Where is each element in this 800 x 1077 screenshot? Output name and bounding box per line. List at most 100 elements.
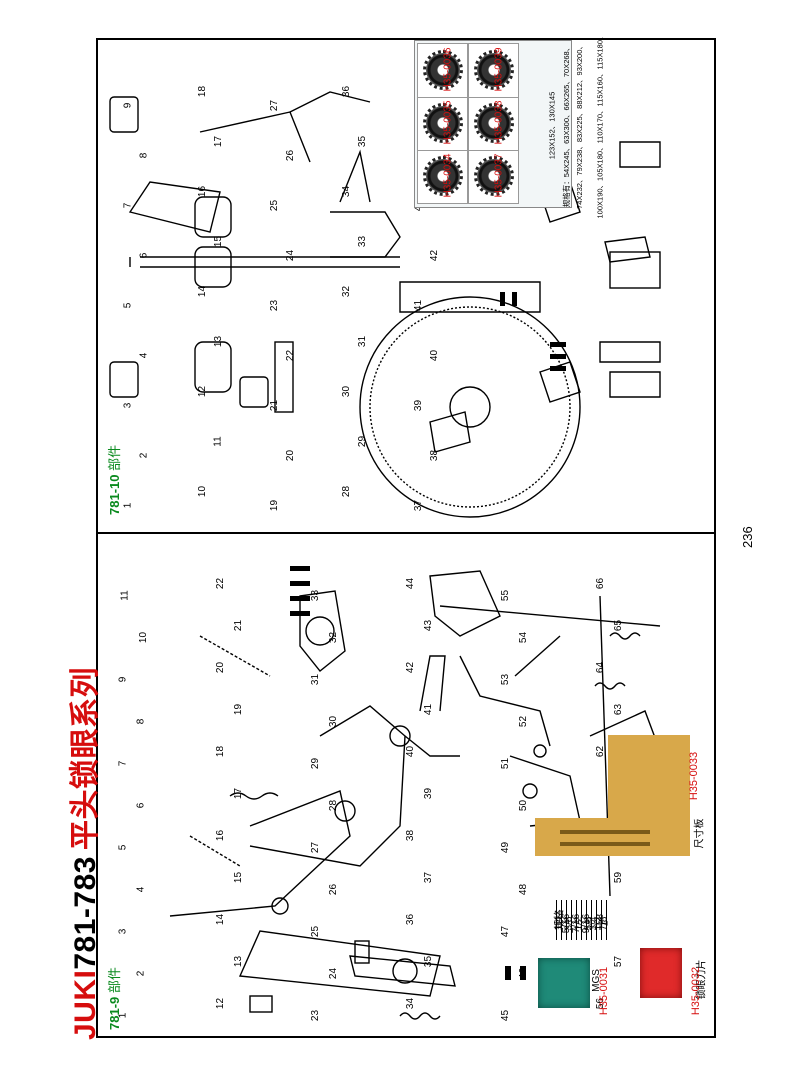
gear-image [474,156,514,196]
part-label: 32 [341,285,353,298]
part-label: 11 [212,436,224,447]
part-label: 3 [117,928,129,935]
part-label: 21 [269,399,281,412]
part-label: 2 [138,452,150,459]
gear-spec-line: 123X152、130X145 [547,91,557,160]
part-label: 41 [413,299,425,312]
part-label: 57 [613,955,625,968]
part-label: 59 [613,871,625,884]
part-label: 47 [500,925,512,938]
gauge-plate-slot [560,830,650,834]
part-label: 62 [595,745,607,758]
part-label: 14 [197,285,209,298]
model-range: 781-783 [69,856,102,970]
part-label: 43 [423,619,435,632]
size-table-cell [601,900,607,940]
part-label: 23 [269,299,281,312]
size-table-value: 1 [599,920,611,927]
part-label: 24 [285,249,297,262]
part-label: 50 [518,799,530,812]
knife-pad-green-code: H35-0031 [598,966,611,1016]
part-label: 27 [310,841,322,854]
part-label: 1 [117,1012,129,1019]
part-label: 30 [328,715,340,728]
gear-spec-line: 规格有：54X245、63X300、66X265、70X268、 [562,43,572,208]
part-label: 36 [405,913,417,926]
part-label: 36 [341,85,353,98]
part-label: 32 [328,631,340,644]
part-label: 28 [328,799,340,812]
part-label: 21 [233,619,245,632]
part-label: 3 [122,402,134,409]
part-label: 6 [138,252,150,259]
part-label: 17 [233,787,245,800]
parts-diagram-781-10 [109,91,661,518]
gear-code: H35-0036 [442,47,454,92]
part-label: 5 [122,302,134,309]
part-label: 6 [135,802,147,809]
part-label: 12 [197,385,209,398]
part-label: 35 [423,955,435,968]
part-label: 54 [518,631,530,644]
knife-pad-red-code: H35-0032 [690,966,703,1016]
series-title: 平头锁眼系列 [69,667,102,851]
part-label: 49 [500,841,512,854]
part-label: 11 [119,590,131,601]
part-label: 16 [215,829,227,842]
size-table-cell [586,900,592,940]
page-number: 236 [740,526,755,548]
juki-logo: JUKI [69,969,102,1040]
part-label: 37 [423,871,435,884]
part-label: 40 [405,745,417,758]
part-label: 46 [518,967,530,980]
page-frame [96,38,716,1038]
part-label: 22 [285,349,297,362]
part-label: 48 [518,883,530,896]
part-label: 13 [213,335,225,348]
part-label: 7 [122,202,134,209]
gear-code: H35-0037 [493,153,505,198]
part-label: 20 [215,661,227,674]
gear-image [423,103,463,143]
part-label: 53 [500,673,512,686]
part-label: 64 [595,661,607,674]
gear-code: H35-0035 [442,100,454,145]
size-table-cell [561,900,567,940]
part-label: 35 [357,135,369,148]
gear-cell: H35-0037 [468,149,519,204]
part-label: 13 [233,955,245,968]
gauge-plate-label: 尺寸板 [694,818,706,849]
gear-image [474,103,514,143]
part-label: 63 [613,703,625,716]
part-label: 52 [518,715,530,728]
part-label: 34 [405,997,417,1010]
size-table-cell [591,900,597,940]
size-table-cell [581,900,587,940]
part-label: 29 [357,435,369,448]
part-label: 4 [135,886,147,893]
part-label: 12 [215,997,227,1010]
part-label: 41 [423,703,435,716]
part-label: 31 [357,335,369,348]
part-label: 38 [405,829,417,842]
size-table-cell [576,900,582,940]
part-label: 24 [328,967,340,980]
gear-code: H35-0038 [493,100,505,145]
part-label: 10 [197,485,209,498]
part-label: 66 [595,577,607,590]
part-label: 29 [310,757,322,770]
size-table-cell [566,900,572,940]
gauge-plate-lower [535,818,690,856]
part-label: 9 [122,102,134,109]
part-label: 44 [405,577,417,590]
gauge-plate-code: H35-0033 [688,751,701,801]
part-label: 20 [285,449,297,462]
gear-code: H35-0039 [493,47,505,92]
part-label: 42 [429,249,441,262]
part-label: 34 [341,185,353,198]
size-table-cell [556,900,562,940]
part-label: 5 [117,844,129,851]
size-table-cell [571,900,577,940]
part-label: 38 [429,449,441,462]
size-table-cell [606,900,612,940]
